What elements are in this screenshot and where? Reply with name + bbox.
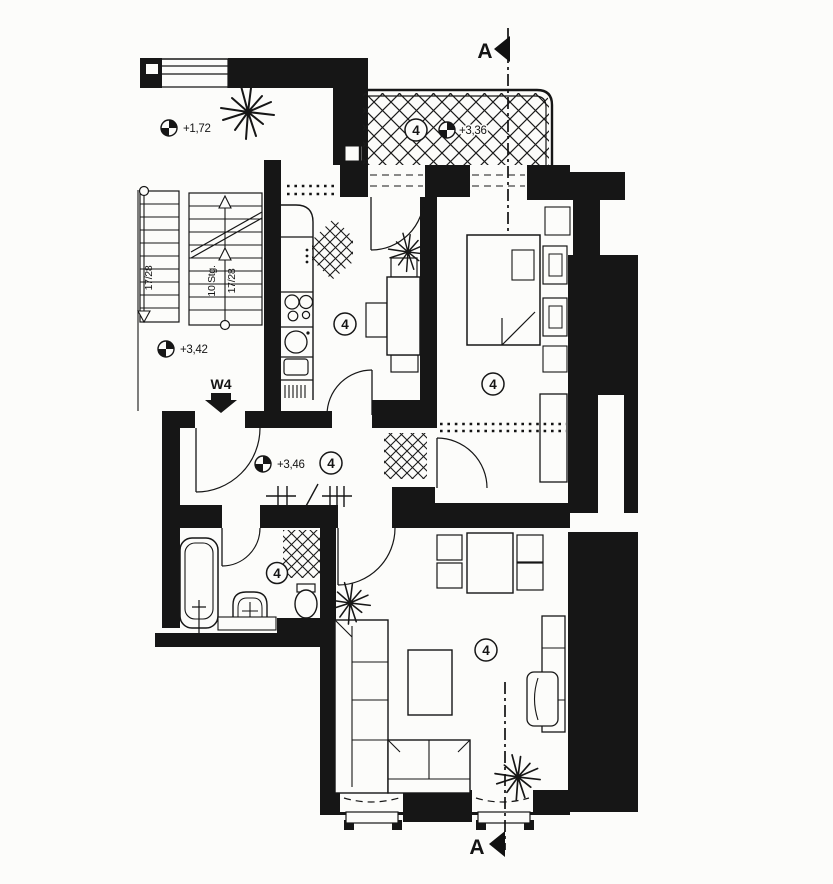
cabinet-grille — [284, 385, 306, 398]
kitchen-table — [386, 276, 421, 356]
floor-hatch-patch — [312, 218, 353, 280]
bedroom-window — [472, 174, 525, 187]
living-room: 4 — [328, 527, 566, 824]
entrance-label: W4 — [211, 376, 232, 392]
threshold-tally-mark — [266, 483, 352, 509]
room-number-bathroom: 4 — [273, 566, 281, 581]
sofa — [334, 619, 471, 794]
stair-label-left: 17/28 — [143, 265, 155, 290]
drainer-icon — [283, 358, 309, 376]
room-number-balcony: 4 — [412, 123, 420, 138]
wall-recesses — [146, 64, 625, 812]
balcony: 4 +3,36 — [358, 88, 554, 165]
stove-icon — [284, 294, 314, 322]
room-number-hall: 4 — [327, 456, 335, 471]
toilet-icon — [294, 583, 318, 619]
section-flag-icon — [494, 36, 510, 62]
level-label-balcony: +3,36 — [459, 125, 487, 137]
room-number-badge — [319, 451, 343, 475]
stairwell-window — [140, 58, 368, 88]
living-room-windows — [343, 797, 531, 824]
level-label-hall: +3,46 — [277, 459, 305, 471]
bed — [466, 234, 541, 346]
entrance-arrow-icon — [205, 393, 237, 413]
level-marker-icon — [160, 119, 178, 137]
section-flag-icon — [489, 831, 505, 857]
chair — [436, 534, 463, 561]
bathroom: 4 — [179, 527, 320, 633]
nightstand — [542, 245, 568, 285]
stair-direction-arrow — [218, 194, 232, 209]
armchair — [526, 671, 559, 727]
living-room-door — [337, 527, 396, 586]
room-number-living: 4 — [482, 643, 490, 658]
level-marker-icon — [254, 455, 272, 473]
chair — [436, 562, 463, 589]
stair-direction-arrow — [137, 310, 151, 324]
dining-table — [466, 532, 514, 594]
room-number-badge — [404, 118, 428, 142]
balcony-door — [370, 174, 425, 251]
level-marker-icon — [438, 121, 456, 139]
nightstand — [542, 297, 568, 337]
section-line-bottom: A — [469, 682, 506, 859]
room-number-bedroom: 4 — [489, 377, 497, 392]
level-marker-icon — [157, 340, 175, 358]
bedroom: 4 — [436, 174, 571, 489]
floor-hatch-patch — [283, 530, 320, 578]
stair-steps-count: 10 Stg. — [206, 265, 218, 296]
room-number-badge — [474, 638, 498, 662]
section-letter-top: A — [477, 40, 492, 63]
bathtub-icon — [179, 537, 219, 633]
hall: +3,46 4 — [195, 427, 427, 509]
section-line-top: A — [477, 28, 510, 232]
coffee-table — [407, 649, 453, 716]
room-number-badge — [265, 561, 289, 585]
sink-icon — [284, 330, 310, 354]
stair-direction-arrow — [218, 246, 232, 261]
bedroom-door — [436, 437, 488, 489]
kitchen: 4 — [281, 174, 428, 416]
staircase: 17/28 10 Stg. 17/28 +1,72 +3,42 W4 — [137, 85, 275, 413]
bath-sill — [217, 616, 277, 631]
level-label-upper-landing: +1,72 — [183, 123, 211, 135]
chair — [390, 354, 419, 373]
stair-handrail — [190, 211, 263, 259]
floor-hatch-patch — [384, 433, 427, 479]
room-number-badge — [481, 372, 505, 396]
stair-label-right: 17/28 — [226, 268, 238, 293]
wardrobe — [539, 393, 568, 483]
chair — [516, 562, 544, 591]
chair — [516, 534, 544, 563]
entrance-door — [195, 427, 261, 493]
level-label-mid-landing: +3,42 — [180, 344, 208, 356]
bathroom-door — [221, 527, 261, 567]
room-number-badge — [333, 312, 357, 336]
kitchen-hall-door — [326, 369, 373, 416]
section-letter-bottom: A — [469, 836, 484, 859]
chair — [365, 302, 388, 338]
room-number-kitchen: 4 — [341, 317, 349, 332]
